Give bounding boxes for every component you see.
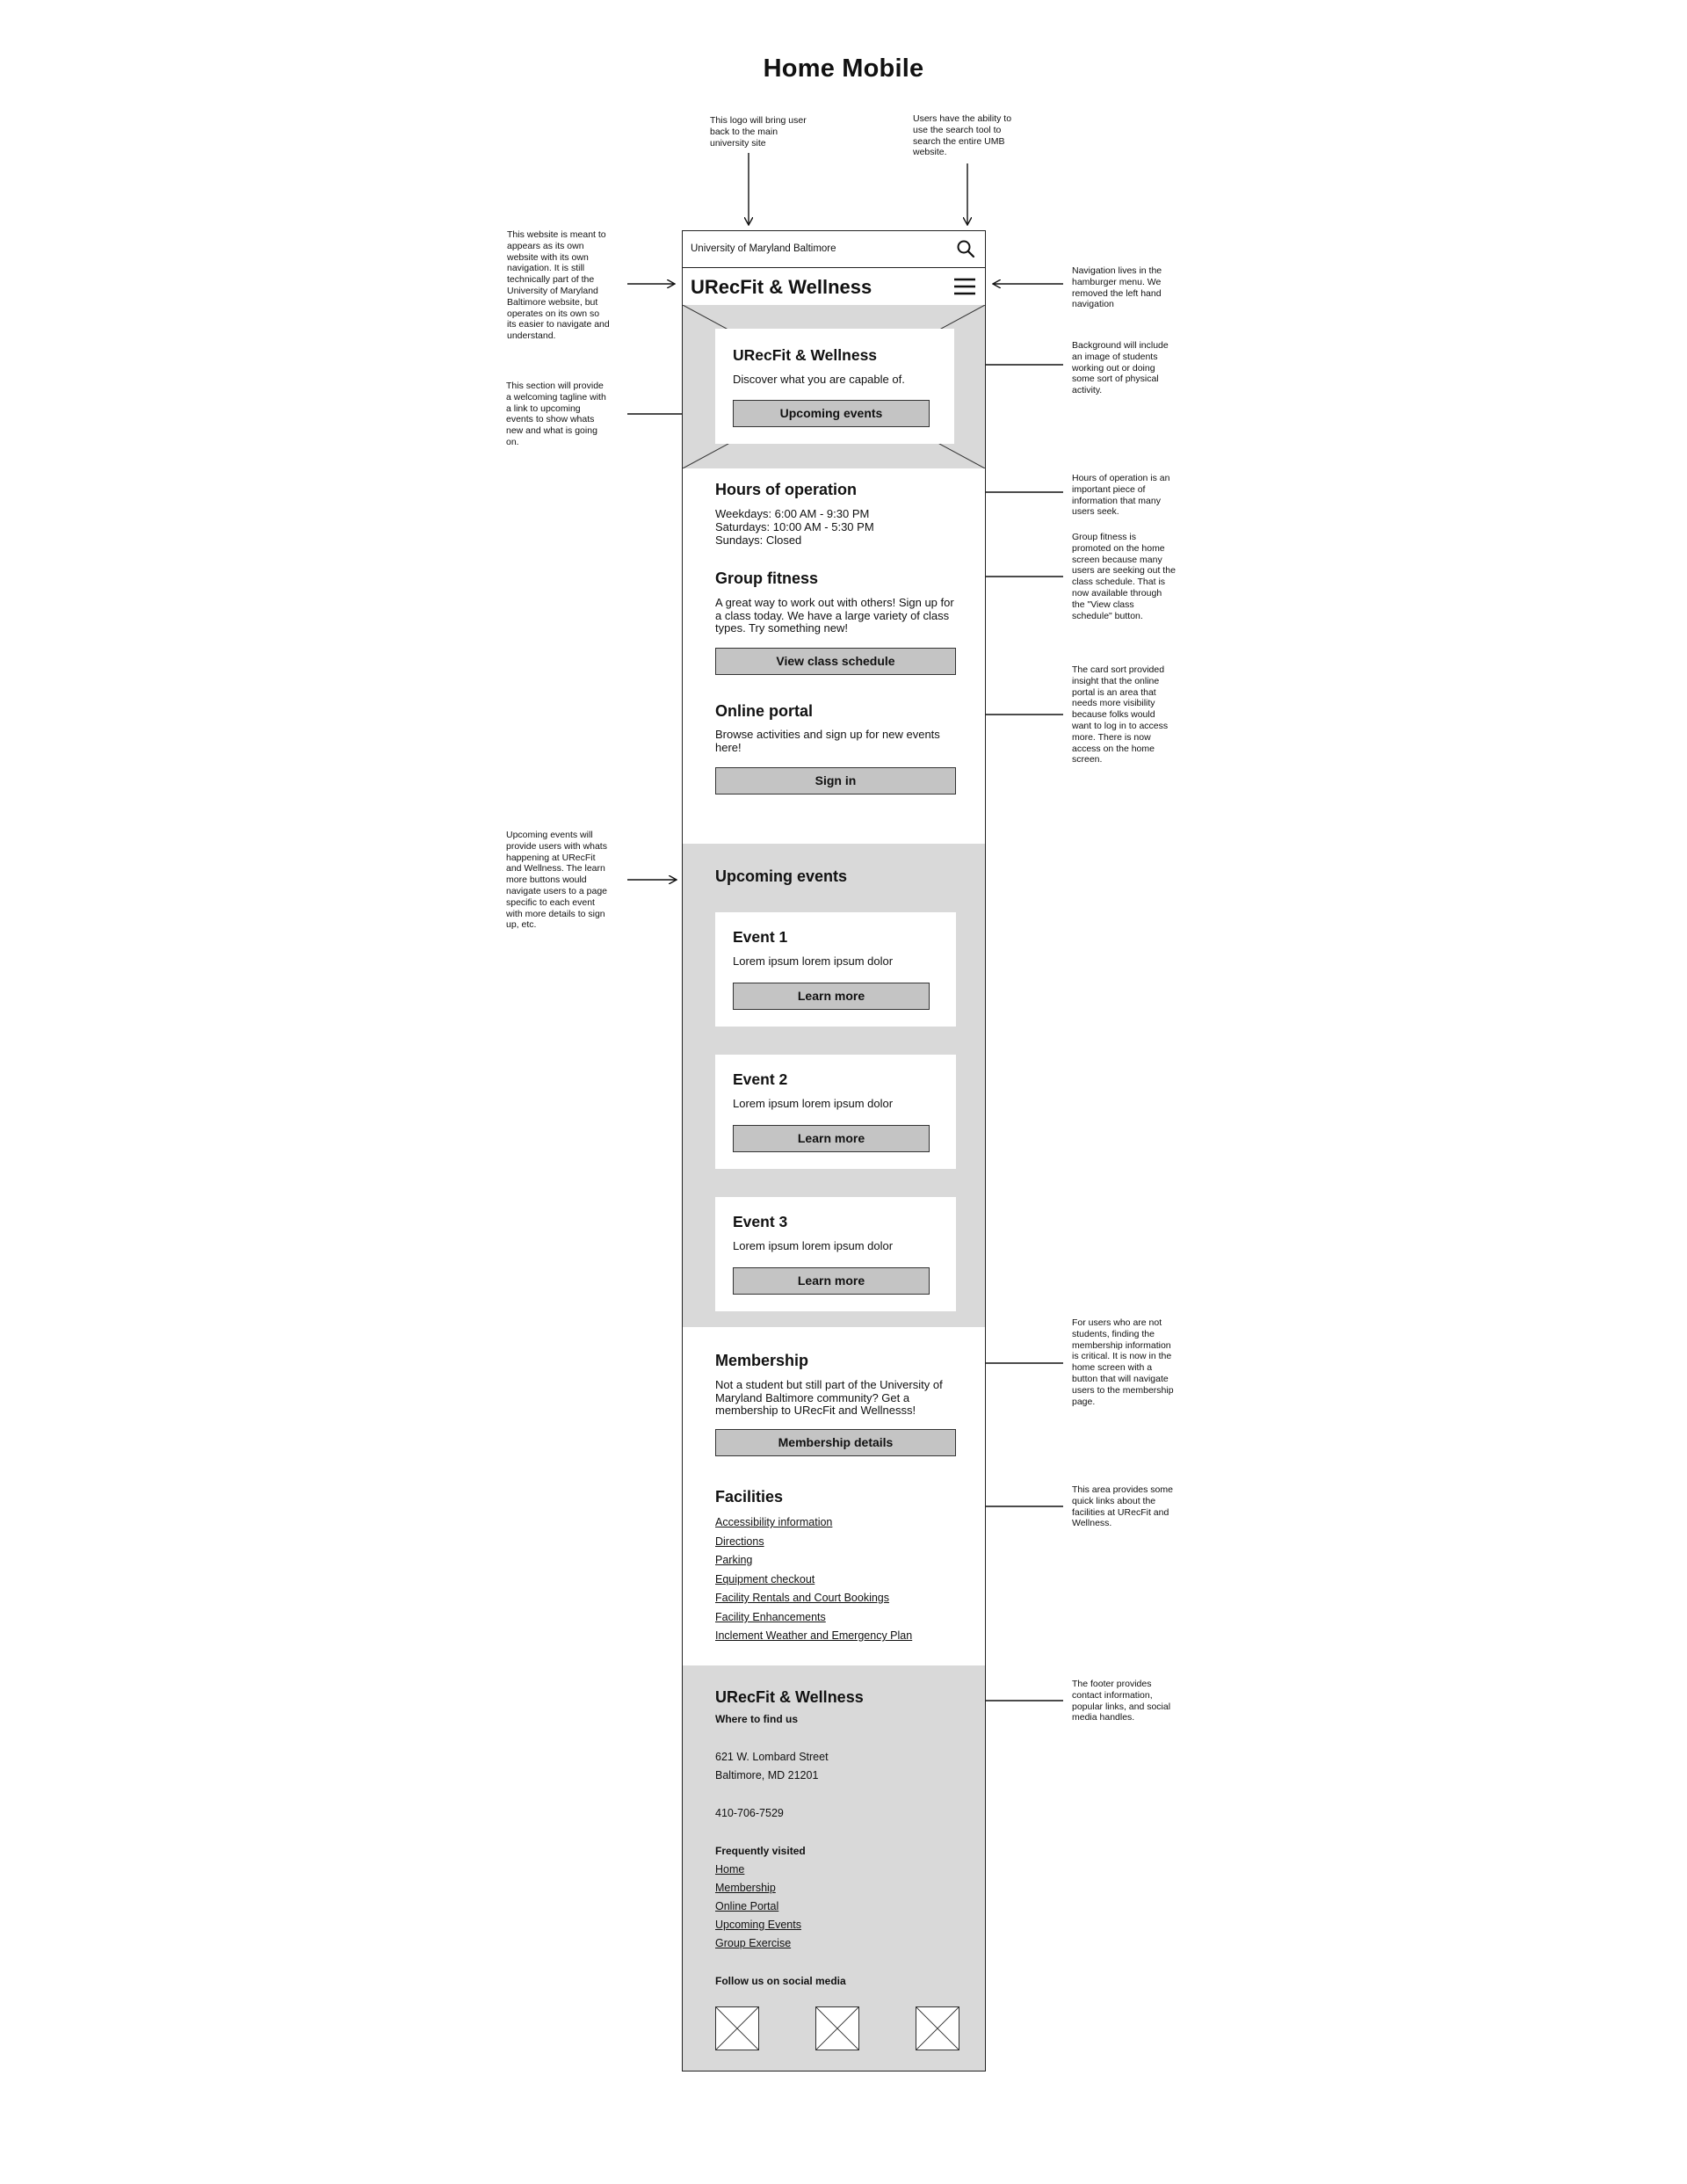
event-description: Lorem ipsum lorem ipsum dolor [733, 1239, 894, 1252]
footer-brand: URecFit & Wellness [715, 1688, 864, 1706]
footer-link[interactable]: Online Portal [715, 1900, 779, 1912]
membership-details-button[interactable]: Membership details [715, 1429, 956, 1456]
footer-where-heading: Where to find us [715, 1713, 798, 1725]
hero-banner: URecFit & Wellness Discover what you are… [683, 305, 985, 468]
hours-heading: Hours of operation [715, 481, 857, 498]
mobile-wireframe: University of Maryland Baltimore URecFit… [682, 230, 986, 2072]
facility-link[interactable]: Inclement Weather and Emergency Plan [715, 1629, 913, 1642]
footer-link[interactable]: Upcoming Events [715, 1919, 801, 1931]
site-brand[interactable]: URecFit & Wellness [691, 276, 872, 298]
sign-in-button[interactable]: Sign in [715, 767, 956, 795]
site-footer: URecFit & Wellness Where to find us 621 … [683, 1665, 985, 2071]
annotation-tagline: This section will provide a welcoming ta… [506, 381, 606, 447]
search-icon[interactable] [955, 238, 976, 259]
upcoming-events-heading: Upcoming events [715, 867, 848, 885]
page-title: Home Mobile [763, 54, 924, 83]
annotation-navigation: Navigation lives in the hamburger menu. … [1072, 265, 1162, 310]
annotation-background: Background will include an image of stud… [1072, 340, 1169, 396]
facility-link[interactable]: Accessibility information [715, 1516, 833, 1528]
group-fitness-text: A great way to work out with others! Sig… [715, 596, 954, 635]
hours-saturdays: Saturdays: 10:00 AM - 5:30 PM [715, 520, 874, 533]
footer-frequent-heading: Frequently visited [715, 1845, 806, 1857]
event-card: Event 2 Lorem ipsum lorem ipsum dolor Le… [715, 1055, 956, 1169]
learn-more-button[interactable]: Learn more [733, 1125, 930, 1152]
hero-card: URecFit & Wellness Discover what you are… [715, 329, 954, 444]
annotation-logo: This logo will bring user back to the ma… [710, 115, 807, 149]
annotation-facilities: This area provides some quick links abou… [1072, 1484, 1173, 1529]
hero-title: URecFit & Wellness [733, 346, 878, 364]
view-class-schedule-button[interactable]: View class schedule [715, 648, 956, 675]
upcoming-events-button[interactable]: Upcoming events [733, 400, 930, 427]
footer-social-heading: Follow us on social media [715, 1975, 846, 1987]
hours-weekdays: Weekdays: 6:00 AM - 9:30 PM [715, 507, 870, 520]
facility-link[interactable]: Directions [715, 1535, 764, 1548]
learn-more-button[interactable]: Learn more [733, 1267, 930, 1295]
annotation-website: This website is meant to appears as its … [507, 229, 610, 342]
footer-link[interactable]: Group Exercise [715, 1937, 792, 1949]
annotation-group-fitness: Group fitness is promoted on the home sc… [1072, 532, 1176, 621]
university-bar: University of Maryland Baltimore [683, 231, 985, 268]
learn-more-button[interactable]: Learn more [733, 983, 930, 1010]
footer-link[interactable]: Home [715, 1863, 745, 1876]
hamburger-menu-icon[interactable] [953, 277, 976, 296]
annotation-events: Upcoming events will provide users with … [506, 830, 607, 931]
hero-tagline: Discover what you are capable of. [733, 373, 905, 386]
facility-link[interactable]: Parking [715, 1554, 753, 1566]
facility-link[interactable]: Facility Enhancements [715, 1611, 826, 1623]
annotation-search: Users have the ability to use the search… [913, 113, 1012, 158]
social-icon-placeholder[interactable] [715, 2006, 759, 2050]
group-fitness-heading: Group fitness [715, 570, 819, 587]
online-portal-text: Browse activities and sign up for new ev… [715, 728, 940, 754]
event-title: Event 2 [733, 1070, 788, 1088]
university-logo-link[interactable]: University of Maryland Baltimore [691, 243, 836, 254]
event-description: Lorem ipsum lorem ipsum dolor [733, 1097, 894, 1110]
event-description: Lorem ipsum lorem ipsum dolor [733, 954, 894, 968]
footer-link[interactable]: Membership [715, 1882, 776, 1894]
upcoming-events-section: Upcoming events Event 1 Lorem ipsum lore… [683, 844, 985, 1327]
footer-address-line2: Baltimore, MD 21201 [715, 1769, 819, 1781]
hours-sundays: Sundays: Closed [715, 533, 802, 547]
facilities-heading: Facilities [715, 1488, 784, 1506]
event-card: Event 3 Lorem ipsum lorem ipsum dolor Le… [715, 1197, 956, 1311]
event-title: Event 3 [733, 1213, 788, 1230]
social-icon-placeholder[interactable] [916, 2006, 959, 2050]
site-header: URecFit & Wellness [683, 268, 985, 305]
annotation-hours: Hours of operation is an important piece… [1072, 473, 1170, 518]
membership-text: Not a student but still part of the Univ… [715, 1378, 943, 1417]
social-icon-placeholder[interactable] [815, 2006, 859, 2050]
facility-link[interactable]: Equipment checkout [715, 1573, 815, 1585]
event-title: Event 1 [733, 928, 788, 946]
annotation-membership: For users who are not students, finding … [1072, 1317, 1174, 1407]
event-card: Event 1 Lorem ipsum lorem ipsum dolor Le… [715, 912, 956, 1027]
footer-address-line1: 621 W. Lombard Street [715, 1751, 829, 1763]
facility-link[interactable]: Facility Rentals and Court Bookings [715, 1592, 890, 1604]
membership-heading: Membership [715, 1352, 809, 1369]
annotation-footer: The footer provides contact information,… [1072, 1679, 1171, 1723]
annotation-portal: The card sort provided insight that the … [1072, 664, 1169, 765]
footer-phone: 410-706-7529 [715, 1807, 784, 1819]
online-portal-heading: Online portal [715, 702, 814, 720]
